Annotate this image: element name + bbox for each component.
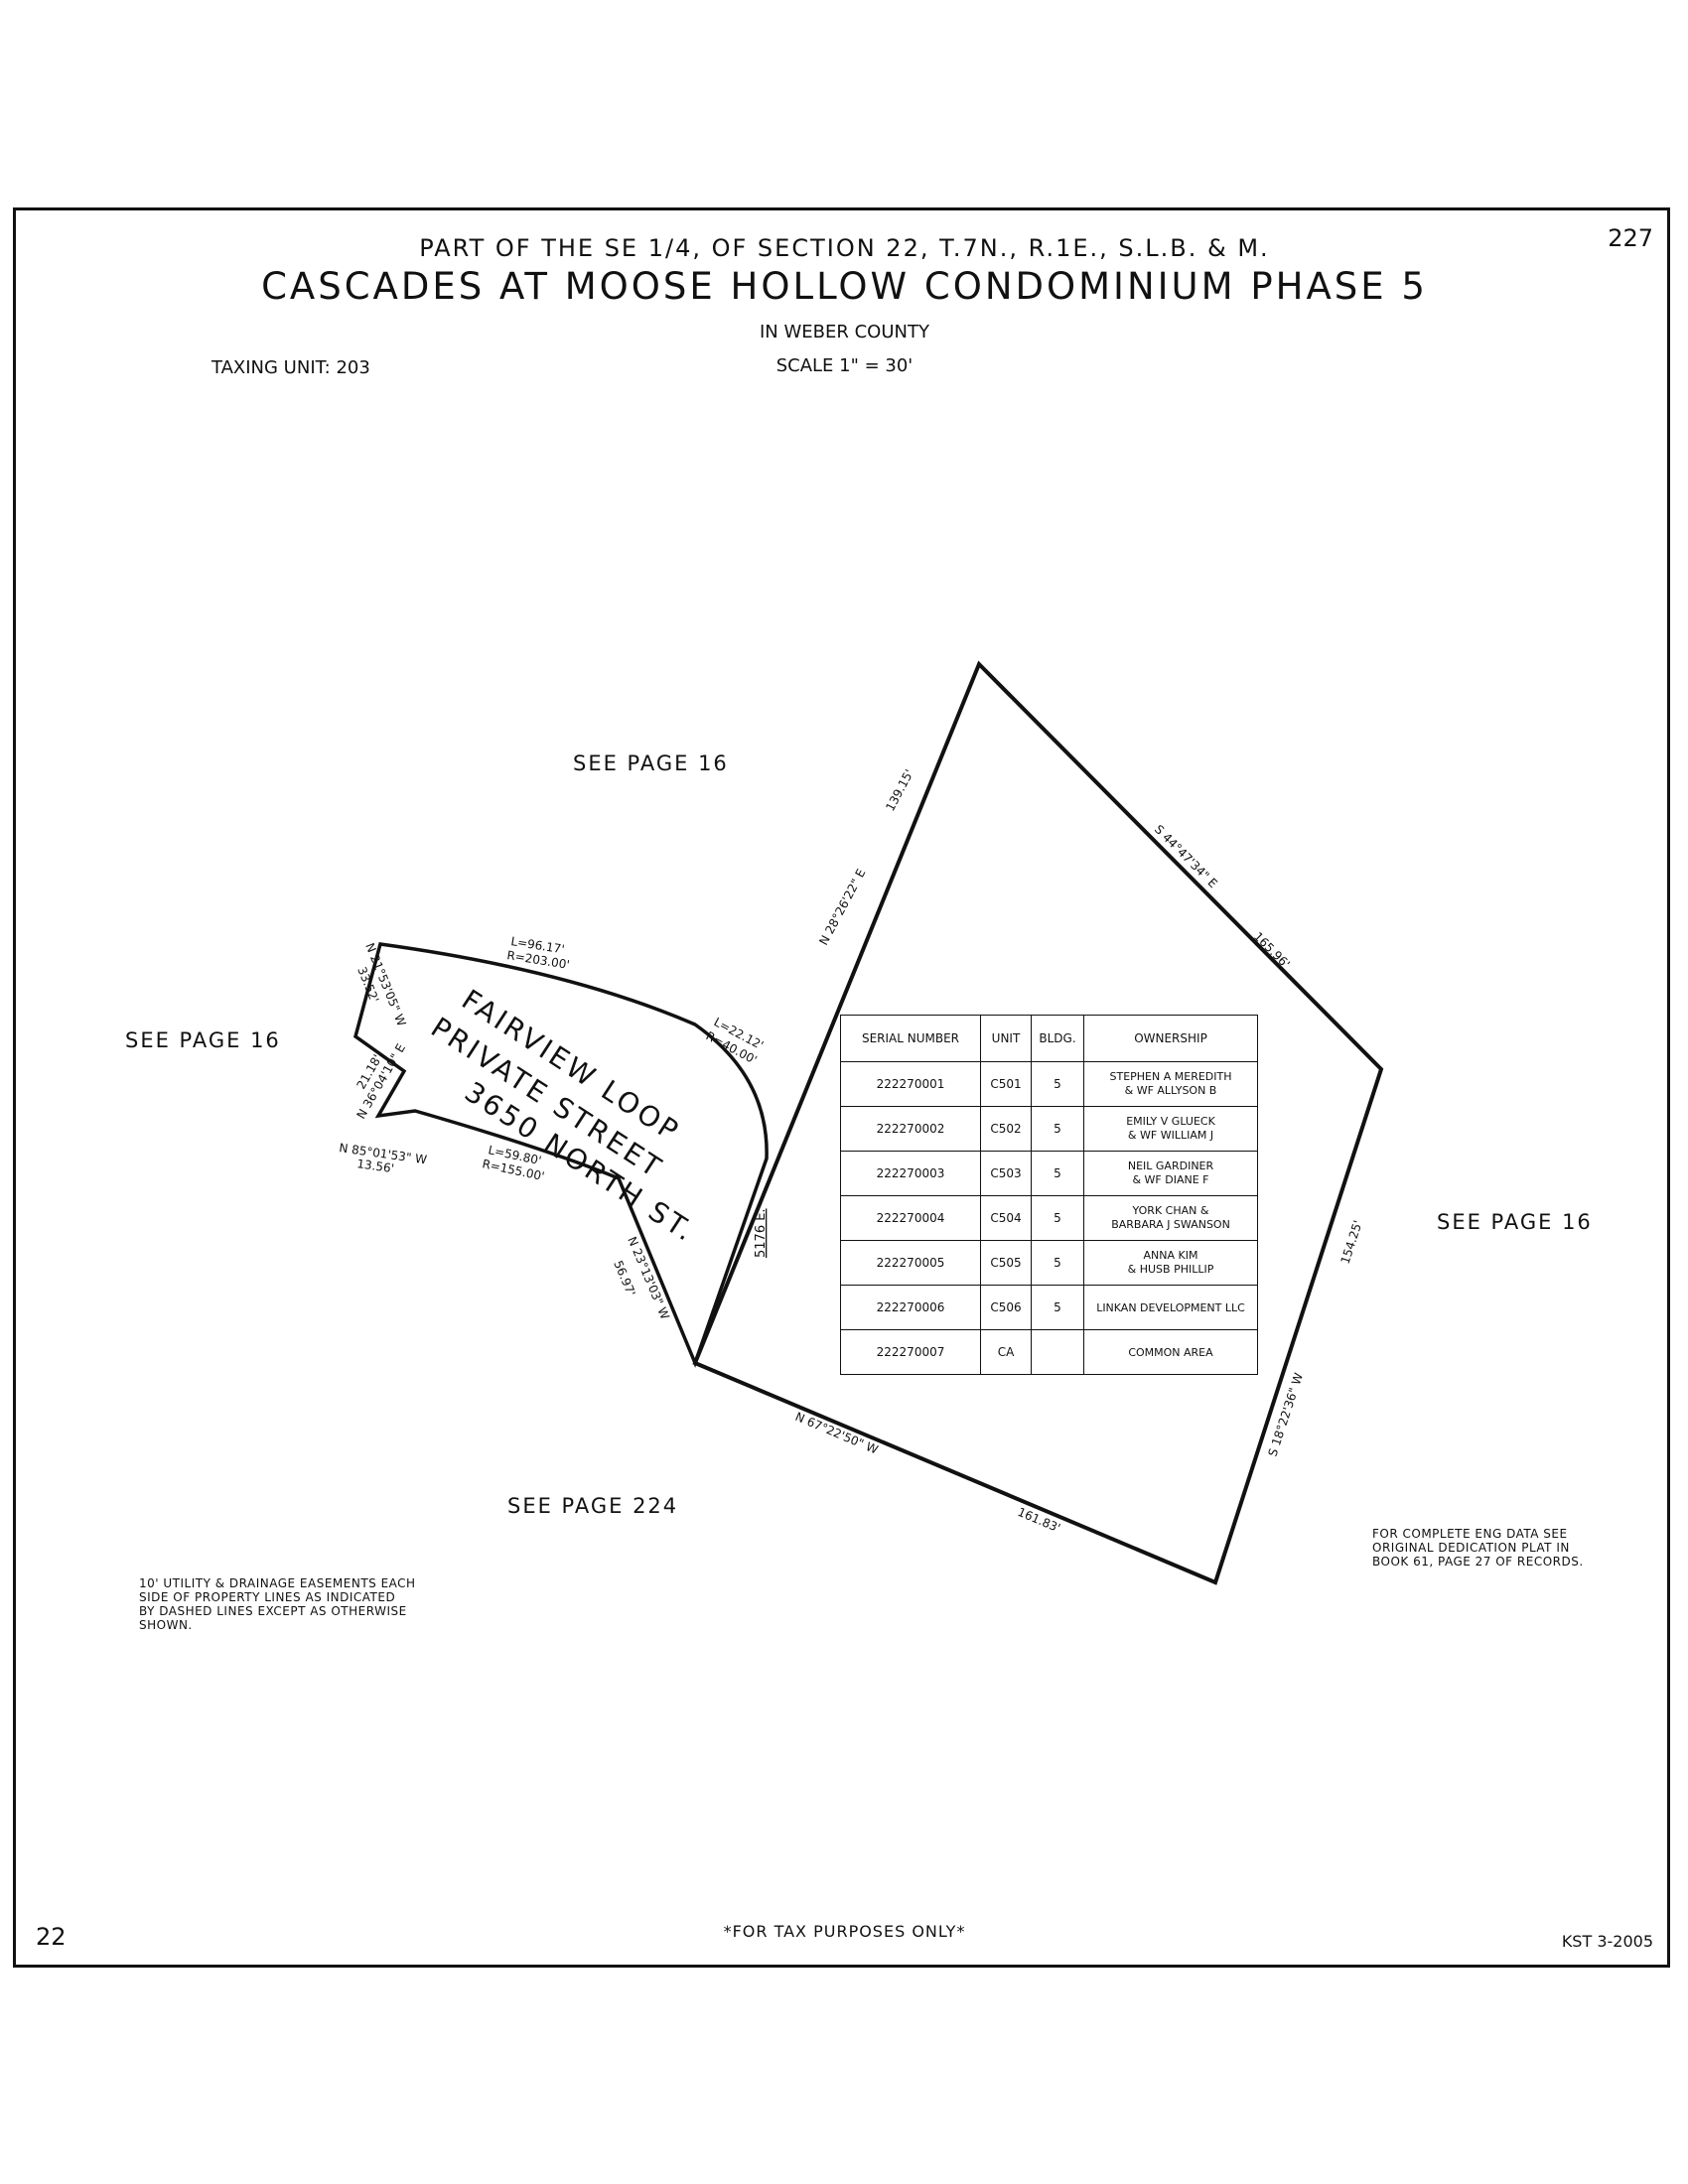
bldg-cell: 5 — [1031, 1151, 1084, 1196]
easement-note: 10' UTILITY & DRAINAGE EASEMENTS EACH SI… — [139, 1576, 416, 1632]
owner-name: NEIL GARDINER & WF DIANE F — [1127, 1160, 1214, 1186]
owner-cell: YORK CHAN & BARBARA J SWANSON — [1083, 1195, 1258, 1241]
bldg-cell: 5 — [1031, 1285, 1084, 1330]
e-edge-length: 154.25' — [1338, 1219, 1365, 1266]
left-page-number: 22 — [36, 1923, 67, 1951]
bldg-cell — [1031, 1329, 1084, 1375]
table-row: 222270003 C503 5 NEIL GARDINER & WF DIAN… — [840, 1151, 1258, 1196]
table-row: 222270005 C505 5 ANNA KIM & HUSB PHILLIP — [840, 1240, 1258, 1286]
section-description: PART OF THE SE 1/4, OF SECTION 22, T.7N.… — [419, 234, 1270, 262]
see-page-north: SEE PAGE 16 — [573, 751, 729, 775]
unit-cell: CA — [980, 1329, 1032, 1375]
street-boundary — [352, 942, 769, 1368]
serial-cell: 222270002 — [840, 1106, 981, 1152]
see-page-south: SEE PAGE 224 — [507, 1494, 678, 1518]
street-w-length: 56.97' — [611, 1259, 638, 1298]
unit-cell: C504 — [980, 1195, 1032, 1241]
page-number: 227 — [1608, 224, 1653, 252]
owner-cell: STEPHEN A MEREDITH & WF ALLYSON B — [1083, 1061, 1258, 1107]
s-edge-bearing: N 67°22'50" W — [793, 1410, 881, 1457]
serial-cell: 222270006 — [840, 1285, 981, 1330]
table-header-cell: BLDG. — [1031, 1015, 1084, 1062]
scale-label: SCALE 1" = 30' — [775, 355, 914, 376]
owner-cell: ANNA KIM & HUSB PHILLIP — [1083, 1240, 1258, 1286]
owner-name: YORK CHAN & BARBARA J SWANSON — [1111, 1204, 1230, 1231]
end3-length: 13.56' — [356, 1157, 395, 1175]
table-header-cell: OWNERSHIP — [1083, 1015, 1258, 1062]
table-row: 222270004 C504 5 YORK CHAN & BARBARA J S… — [840, 1195, 1258, 1241]
serial-cell: 222270003 — [840, 1151, 981, 1196]
drafter-stamp: KST 3-2005 — [1561, 1932, 1653, 1951]
owner-cell: LINKAN DEVELOPMENT LLC — [1083, 1285, 1258, 1330]
table-row: 222270006 C506 5 LINKAN DEVELOPMENT LLC — [840, 1285, 1258, 1330]
table-header-cell: UNIT — [980, 1015, 1032, 1062]
unit-cell: C503 — [980, 1151, 1032, 1196]
plat-title: CASCADES AT MOOSE HOLLOW CONDOMINIUM PHA… — [261, 265, 1428, 308]
bldg-cell: 5 — [1031, 1195, 1084, 1241]
bldg-cell: 5 — [1031, 1061, 1084, 1107]
serial-cell: 222270005 — [840, 1240, 981, 1286]
cross-street-label: 5176 E. — [754, 1208, 769, 1258]
bldg-cell: 5 — [1031, 1106, 1084, 1152]
table-row: 222270001 C501 5 STEPHEN A MEREDITH & WF… — [840, 1061, 1258, 1107]
nw-edge-length: 139.15' — [883, 767, 916, 814]
unit-cell: C506 — [980, 1285, 1032, 1330]
serial-cell: 222270004 — [840, 1195, 981, 1241]
unit-cell: C502 — [980, 1106, 1032, 1152]
owner-cell: COMMON AREA — [1083, 1329, 1258, 1375]
tax-purposes-note: *FOR TAX PURPOSES ONLY* — [723, 1922, 966, 1941]
see-page-east: SEE PAGE 16 — [1437, 1210, 1593, 1234]
owner-name: LINKAN DEVELOPMENT LLC — [1096, 1300, 1245, 1314]
see-page-west: SEE PAGE 16 — [125, 1028, 281, 1052]
serial-cell: 222270007 — [840, 1329, 981, 1375]
owner-cell: EMILY V GLUECK & WF WILLIAM J — [1083, 1106, 1258, 1152]
unit-cell: C501 — [980, 1061, 1032, 1107]
parcel-boundary — [692, 660, 1384, 1585]
ne-edge-length: 165.96' — [1251, 929, 1293, 971]
owner-name: ANNA KIM & HUSB PHILLIP — [1127, 1249, 1214, 1276]
unit-cell: C505 — [980, 1240, 1032, 1286]
table-header-row: SERIAL NUMBER UNIT BLDG. OWNERSHIP — [840, 1015, 1258, 1062]
table-header-cell: SERIAL NUMBER — [840, 1015, 981, 1062]
ownership-table: SERIAL NUMBER UNIT BLDG. OWNERSHIP 22227… — [840, 1015, 1258, 1375]
nw-edge-bearing: N 28°26'22" E — [816, 867, 868, 947]
county-label: IN WEBER COUNTY — [760, 322, 929, 342]
serial-cell: 222270001 — [840, 1061, 981, 1107]
ne-edge-bearing: S 44°47'34" E — [1152, 822, 1220, 890]
plat-frame: 227 PART OF THE SE 1/4, OF SECTION 22, T… — [13, 207, 1670, 1968]
table-row: 222270007 CA COMMON AREA — [840, 1329, 1258, 1375]
owner-cell: NEIL GARDINER & WF DIANE F — [1083, 1151, 1258, 1196]
taxing-unit: TAXING UNIT: 203 — [211, 357, 370, 378]
bldg-cell: 5 — [1031, 1240, 1084, 1286]
table-row: 222270002 C502 5 EMILY V GLUECK & WF WIL… — [840, 1106, 1258, 1152]
owner-name: COMMON AREA — [1128, 1345, 1213, 1359]
owner-name: EMILY V GLUECK & WF WILLIAM J — [1126, 1115, 1215, 1142]
owner-name: STEPHEN A MEREDITH & WF ALLYSON B — [1109, 1070, 1232, 1097]
eng-data-note: FOR COMPLETE ENG DATA SEE ORIGINAL DEDIC… — [1372, 1527, 1584, 1569]
